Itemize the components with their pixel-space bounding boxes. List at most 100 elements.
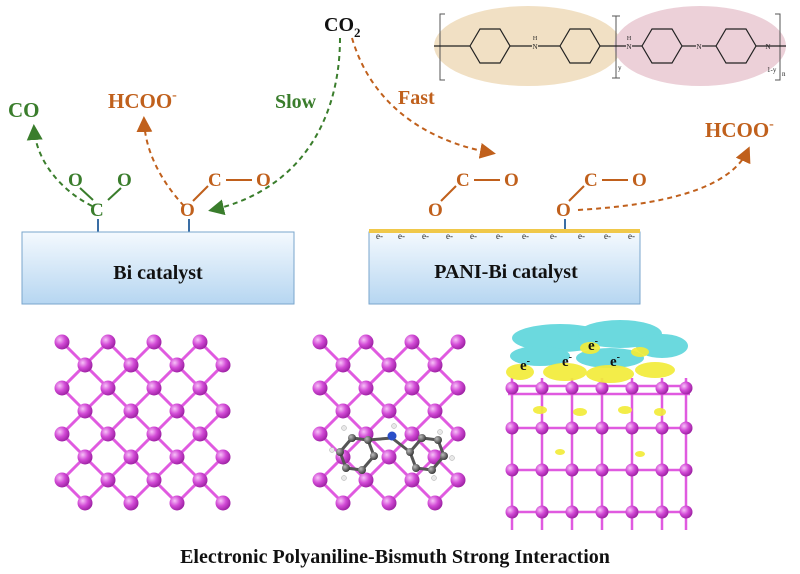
bi-atom	[655, 505, 669, 519]
bi-atom	[595, 421, 609, 435]
bi-atom	[169, 357, 185, 373]
bi-atom	[335, 403, 351, 419]
svg-text:O: O	[632, 170, 647, 191]
bi-atom	[100, 334, 116, 350]
bi-atom	[505, 463, 519, 477]
hcoo-left-formation-arrow	[136, 116, 185, 207]
svg-text:C: C	[90, 200, 104, 221]
svg-text:O: O	[504, 170, 519, 191]
polymer-bracket-left	[439, 13, 445, 81]
bi-atom	[358, 334, 374, 350]
svg-text:O: O	[556, 200, 571, 221]
bi-atom	[565, 505, 579, 519]
svg-text:O: O	[180, 200, 195, 221]
svg-text:e-: e-	[588, 336, 598, 354]
hcoo-right-formation-arrow	[577, 146, 751, 211]
bi-atom	[679, 463, 693, 477]
bi-atom	[335, 357, 351, 373]
bi-atom	[123, 495, 139, 511]
bi-atom	[505, 505, 519, 519]
bi-atom	[169, 449, 185, 465]
svg-text:e-: e-	[610, 352, 620, 370]
polymer-n-atom-3: N	[696, 43, 701, 51]
bi-atom	[358, 380, 374, 396]
slow-label: Slow	[275, 91, 317, 113]
bi-atom	[595, 381, 609, 395]
bi-atom	[535, 505, 549, 519]
bi-atom	[77, 357, 93, 373]
side-view-lattice	[505, 378, 693, 530]
bi-atom	[450, 472, 466, 488]
charge-depletion-cloud	[506, 342, 675, 457]
polymer-bracket-mid	[612, 15, 620, 79]
polymer-h-atom-2: H	[627, 36, 632, 42]
bi-atom	[335, 495, 351, 511]
bi-catalyst-slab	[21, 231, 295, 305]
bi-atom	[655, 421, 669, 435]
bi-atom	[77, 495, 93, 511]
surface-electron: e-	[446, 231, 453, 241]
bi-atom	[215, 357, 231, 373]
bi-atom	[77, 403, 93, 419]
svg-text:C: C	[208, 170, 222, 191]
bi-atom	[146, 334, 162, 350]
bi-atom	[169, 403, 185, 419]
bi-atom	[450, 426, 466, 442]
bi-atom	[192, 472, 208, 488]
ocho-intermediate-left: O C O	[180, 170, 271, 233]
bi-atom	[535, 381, 549, 395]
pani-surface-electrons: e-e-e-e-e-e-e-e-e-e-e-	[376, 231, 635, 241]
bi-atom	[54, 472, 70, 488]
bi-atom	[100, 472, 116, 488]
bi-atom	[381, 357, 397, 373]
polymer-oval-right	[614, 6, 786, 86]
bi-atom	[679, 421, 693, 435]
bi-atom	[312, 380, 328, 396]
bi-atom	[123, 357, 139, 373]
polymer-n-atom-2: N	[626, 43, 631, 51]
bi-atom	[427, 357, 443, 373]
pani-bi-lattice-panel	[312, 334, 466, 511]
surface-electron: e-	[522, 231, 529, 241]
bi-atom	[192, 334, 208, 350]
bi-atom	[381, 495, 397, 511]
bi-atom	[565, 381, 579, 395]
bi-atom	[215, 495, 231, 511]
bi-atom	[427, 403, 443, 419]
pani-molecule-model	[329, 423, 455, 481]
surface-electron: e-	[376, 231, 383, 241]
bi-atom	[655, 381, 669, 395]
polymer-subscript-1y: 1-y	[767, 66, 777, 74]
bi-atom	[595, 463, 609, 477]
bi-atom	[54, 380, 70, 396]
hcoo-left-label: HCOO-	[108, 88, 177, 113]
bi-atom	[169, 495, 185, 511]
bi-atom	[679, 505, 693, 519]
bi-atom	[192, 426, 208, 442]
bi-atom	[450, 380, 466, 396]
polymer-n-atom-1: N	[532, 43, 537, 51]
svg-text:e-: e-	[562, 352, 572, 370]
bi-atom	[505, 381, 519, 395]
bi-atom	[535, 463, 549, 477]
fast-arrow	[351, 37, 496, 159]
bi-atom	[146, 380, 162, 396]
charge-density-panel: e- e- e- e-	[505, 320, 693, 530]
bi-atom	[146, 426, 162, 442]
bi-atom	[77, 449, 93, 465]
svg-text:O: O	[428, 200, 443, 221]
bi-atom	[100, 426, 116, 442]
figure-caption: Electronic Polyaniline-Bismuth Strong In…	[180, 546, 610, 568]
co-formation-arrow	[26, 124, 93, 207]
polymer-subscript-y: y	[618, 64, 622, 72]
charge-accumulation-cloud	[510, 320, 688, 368]
bi-atom	[358, 472, 374, 488]
hcoo-right-label: HCOO-	[705, 117, 774, 142]
polymer-h-atom-1: H	[533, 36, 538, 42]
ocho-intermediate-right-1: O C O	[428, 170, 519, 221]
co-product-label: CO	[8, 98, 40, 122]
bi-atom	[565, 421, 579, 435]
bi-atom	[535, 421, 549, 435]
bi-atom	[595, 505, 609, 519]
